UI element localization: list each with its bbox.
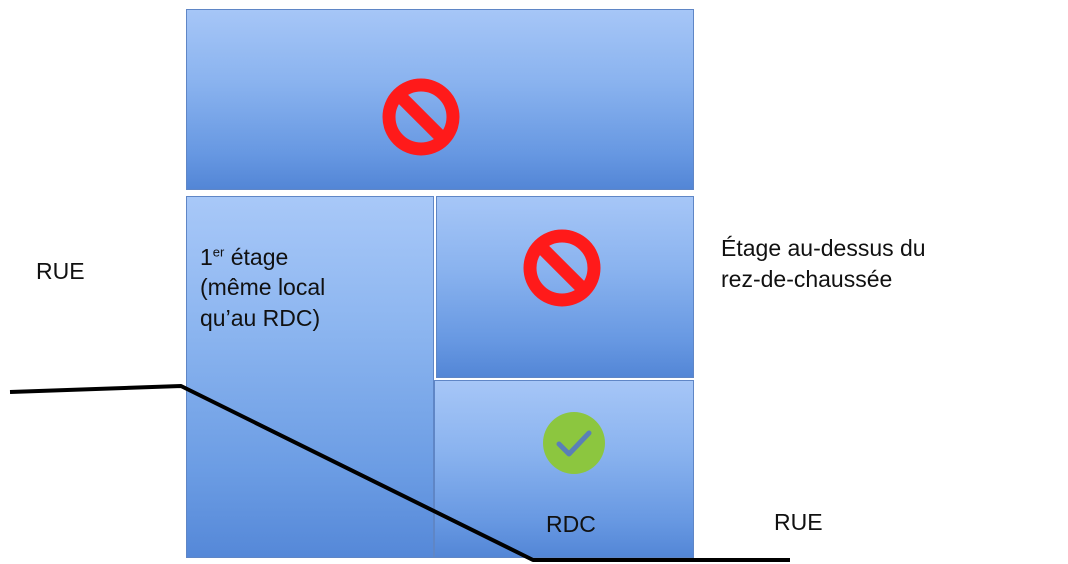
first-floor-label: 1er étage (même local qu’au RDC): [200, 242, 325, 333]
above-ground-label: Étage au-dessus du rez-de-chaussée: [721, 233, 926, 296]
forbidden-icon: [523, 229, 601, 307]
first-floor-superscript: er: [212, 244, 225, 260]
first-floor-number: 1: [200, 244, 213, 270]
first-floor-line2: (même local: [200, 274, 326, 301]
forbidden-icon: [382, 78, 460, 156]
street-label-right: RUE: [774, 509, 823, 535]
above-ground-line2: rez-de-chaussée: [721, 266, 893, 293]
above-ground-line1: Étage au-dessus du: [721, 235, 926, 261]
first-floor-block: [186, 196, 434, 558]
first-floor-word: étage: [224, 244, 289, 270]
street-label-left: RUE: [36, 258, 85, 284]
above-ground-floor-block: [436, 196, 694, 378]
first-floor-line3: qu’au RDC): [200, 304, 321, 331]
check-icon: [543, 412, 605, 474]
rdc-label: RDC: [546, 511, 596, 537]
